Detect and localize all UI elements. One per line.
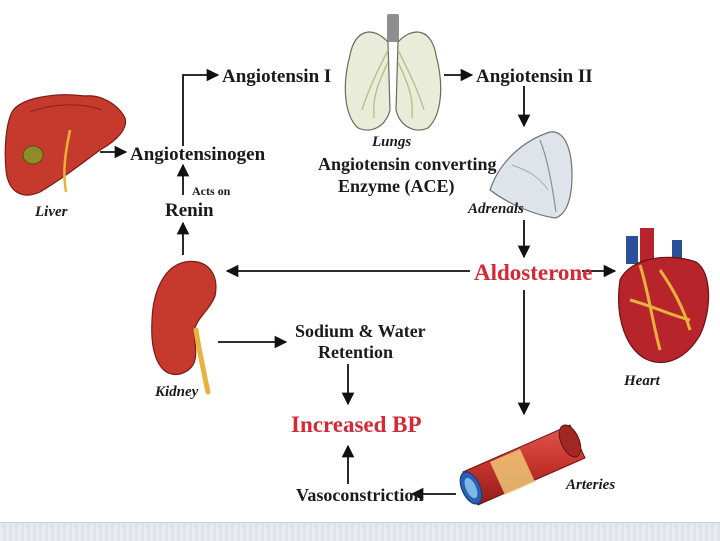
- adrenal-illustration: [489, 131, 573, 219]
- arteries-label: Arteries: [565, 477, 615, 493]
- sodium-retention-label-line2: Retention: [318, 342, 393, 362]
- liver-illustration: [4, 94, 127, 196]
- artery-illustration: [459, 424, 586, 506]
- increased-bp-label: Increased BP: [291, 412, 422, 437]
- heart-label: Heart: [623, 373, 661, 389]
- angiotensin-1-label: Angiotensin I: [222, 66, 331, 87]
- liver-label: Liver: [34, 204, 68, 220]
- ace-label-line1: Angiotensin converting: [318, 154, 497, 174]
- acts-on-label: Acts on: [192, 184, 231, 198]
- bottom-strip: [0, 522, 720, 541]
- angiotensinogen-label: Angiotensinogen: [130, 144, 266, 165]
- kidney-illustration: [151, 260, 217, 395]
- vasoconstriction-label: Vasoconstriction: [296, 485, 423, 505]
- adrenals-label: Adrenals: [467, 201, 524, 217]
- sodium-retention-label-line1: Sodium & Water: [295, 321, 426, 341]
- lungs-label: Lungs: [371, 134, 411, 150]
- aldosterone-label: Aldosterone: [474, 260, 592, 285]
- angiotensin-2-label: Angiotensin II: [476, 66, 593, 87]
- lungs-illustration: [344, 14, 442, 131]
- kidney-label: Kidney: [154, 384, 199, 400]
- arrow-angiotensinogen-to-angiotensin1: [182, 68, 220, 146]
- renin-label: Renin: [165, 200, 214, 221]
- heart-illustration: [618, 228, 710, 364]
- ace-label-line2: Enzyme (ACE): [338, 176, 454, 197]
